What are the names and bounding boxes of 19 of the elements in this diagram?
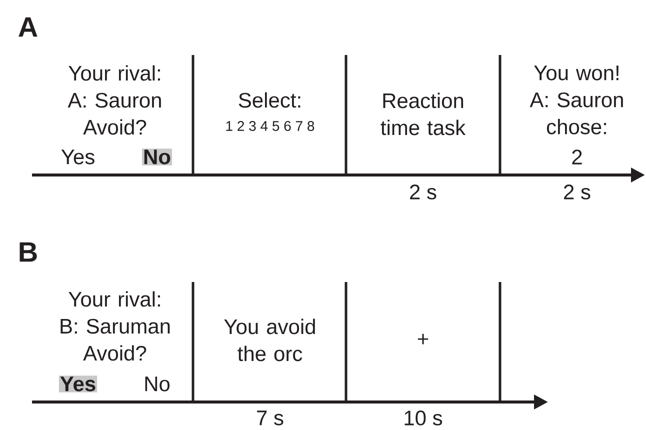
screen-text: Reaction time task bbox=[380, 92, 466, 136]
duration-label: 2 s bbox=[410, 184, 436, 200]
panel-letter: B bbox=[20, 242, 37, 262]
screen-text: You won! A: Sauron chose: bbox=[530, 66, 623, 134]
screen-text: Your rival: B: Saruman Avoid? bbox=[60, 291, 170, 361]
selected-option: Yes bbox=[58, 376, 98, 392]
fixation-cross: + bbox=[418, 334, 428, 344]
option-text: No bbox=[145, 376, 170, 392]
option-text: Yes bbox=[61, 150, 94, 164]
duration-label: 10 s bbox=[404, 410, 442, 426]
duration-label: 7 s bbox=[257, 410, 284, 426]
screen-text: Select: bbox=[238, 92, 300, 108]
duration-label: 2 s bbox=[564, 184, 590, 200]
selected-option: No bbox=[142, 148, 172, 166]
number-options: 1 2 3 4 5 6 7 8 bbox=[226, 121, 314, 131]
screen-text: 2 bbox=[572, 150, 582, 164]
screen-text: You avoid the orc bbox=[224, 318, 315, 362]
screen-text: Your rival: A: Sauron Avoid? bbox=[68, 65, 161, 135]
panel-letter: A bbox=[18, 17, 38, 37]
